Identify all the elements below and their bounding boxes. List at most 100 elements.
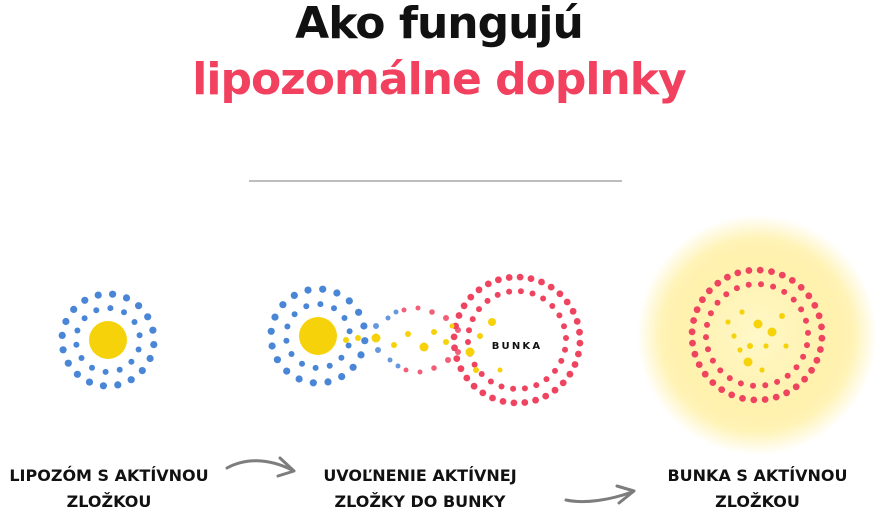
liposome-inner-dot (303, 303, 309, 309)
active-ingredient-particle (477, 333, 483, 339)
liposome-outer-dot (135, 302, 142, 309)
active-ingredient-particle (343, 337, 349, 343)
cell-membrane-dot (538, 279, 545, 286)
active-ingredient-particle (355, 335, 361, 341)
cell-membrane-inner-dot (470, 316, 476, 322)
active-ingredient-particle (747, 343, 753, 349)
cell-membrane-dot (757, 267, 764, 274)
caption-liposome-line-1: LIPOZÓM S AKTÍVNOU (0, 463, 218, 489)
cell-membrane-dot (572, 361, 579, 368)
cell-membrane-dot (816, 312, 823, 319)
liposome-inner-dot (342, 315, 348, 321)
active-ingredient-particle (737, 347, 742, 352)
cell-membrane-dot (746, 267, 753, 274)
cell-membrane-inner-dot (499, 384, 505, 390)
active-ingredient-core (299, 317, 337, 355)
cell-with-active-ingredient (637, 215, 877, 455)
membrane-channel-dot (443, 315, 449, 321)
caption-cell: BUNKA S AKTÍVNOU ZLOŽKOU (650, 463, 865, 515)
active-ingredient-particle (466, 348, 475, 357)
cell-membrane-inner-dot (549, 303, 555, 309)
cell-membrane-dot (517, 274, 524, 281)
membrane-channel-dot (455, 327, 461, 333)
liposome-inner-dot (74, 328, 80, 334)
cell-membrane-dot (461, 302, 468, 309)
liposome-inner-dot (283, 338, 289, 344)
membrane-channel-dot (418, 370, 423, 375)
cell-membrane-dot (532, 397, 539, 404)
membrane-channel-dot (404, 368, 409, 373)
cell-membrane-dot (801, 376, 808, 383)
cell-membrane-inner-dot (472, 362, 478, 368)
cell-membrane-inner-dot (533, 382, 539, 388)
liposome-outer-dot (283, 368, 290, 375)
liposome-inner-dot (289, 351, 295, 357)
cell-membrane-inner-dot (704, 322, 710, 328)
cell-membrane-inner-dot (705, 346, 711, 352)
cell-membrane-dot (528, 275, 535, 282)
cell-membrane-inner-dot (774, 379, 780, 385)
caption-liposome-line-2: ZLOŽKOU (0, 489, 218, 515)
liposome-outer-dot (350, 364, 357, 371)
liposome-outer-dot (139, 367, 146, 374)
liposome-outer-dot (147, 355, 154, 362)
membrane-channel-dot (429, 309, 435, 315)
cell-membrane-dot (467, 294, 474, 301)
cell-membrane-inner-dot (750, 383, 756, 389)
cell-membrane-dot (805, 292, 812, 299)
cell-membrane-inner-dot (495, 292, 501, 298)
cell-membrane-dot (557, 290, 564, 297)
liposome-outer-dot (291, 292, 298, 299)
cell-membrane-inner-dot (758, 281, 764, 287)
cell-membrane-inner-dot (466, 327, 472, 333)
cell-membrane-dot (789, 277, 796, 284)
cell-membrane-inner-dot (563, 335, 569, 341)
liposome-outer-dot (319, 286, 326, 293)
cell-membrane-dot (453, 355, 460, 362)
cell-membrane-dot (521, 399, 528, 406)
cell-membrane-inner-dot (805, 330, 811, 336)
cell-membrane-dot (548, 284, 555, 291)
liposome-inner-dot (136, 347, 142, 353)
membrane-channel-dot (455, 349, 461, 355)
liposome-outer-dot (62, 318, 69, 325)
active-ingredient-core (89, 321, 127, 359)
active-ingredient-particle (783, 343, 788, 348)
cell-membrane-inner-dot (544, 376, 550, 382)
cell-membrane-inner-dot (794, 364, 800, 370)
liposome-outer-dot (324, 378, 331, 385)
cell-membrane-inner-dot (803, 318, 809, 324)
liposome-outer-dot (60, 346, 67, 353)
active-ingredient-particle (405, 331, 411, 337)
cell-membrane-dot (714, 280, 721, 287)
cell-membrane-dot (542, 393, 549, 400)
liposome-outer-dot (149, 327, 156, 334)
membrane-channel-dot (394, 310, 399, 315)
caption-release-line-1: UVOĽNENIE AKTÍVNEJ (300, 463, 540, 489)
membrane-channel-dot (402, 308, 407, 313)
cell-membrane-dot (811, 302, 818, 309)
liposome-inner-dot (93, 307, 99, 313)
cell-membrane-dot (689, 340, 696, 347)
cell-membrane-inner-dot (540, 296, 546, 302)
cell-membrane-inner-dot (762, 382, 768, 388)
cell-membrane-inner-dot (804, 342, 810, 348)
cell-membrane-dot (817, 346, 824, 353)
liposome-outer-dot (296, 375, 303, 382)
liposome-outer-dot (128, 376, 135, 383)
cell-membrane-dot (564, 299, 571, 306)
active-ingredient-particle (431, 329, 437, 335)
caption-release-line-2: ZLOŽKY DO BUNKY (300, 489, 540, 515)
cell-membrane-dot (690, 317, 697, 324)
cell-membrane-dot (489, 395, 496, 402)
cell-membrane-inner-dot (488, 379, 494, 385)
liposome-inner-dot (103, 369, 109, 375)
liposome-inner-dot (284, 324, 290, 330)
active-ingredient-particle (731, 333, 736, 338)
liposome-inner-dot (317, 301, 323, 307)
active-ingredient-particle (391, 342, 397, 348)
cell-membrane-dot (577, 340, 584, 347)
liposome-outer-dot (355, 309, 362, 316)
membrane-channel-dot (416, 306, 421, 311)
liposome-inner-dot (89, 365, 95, 371)
